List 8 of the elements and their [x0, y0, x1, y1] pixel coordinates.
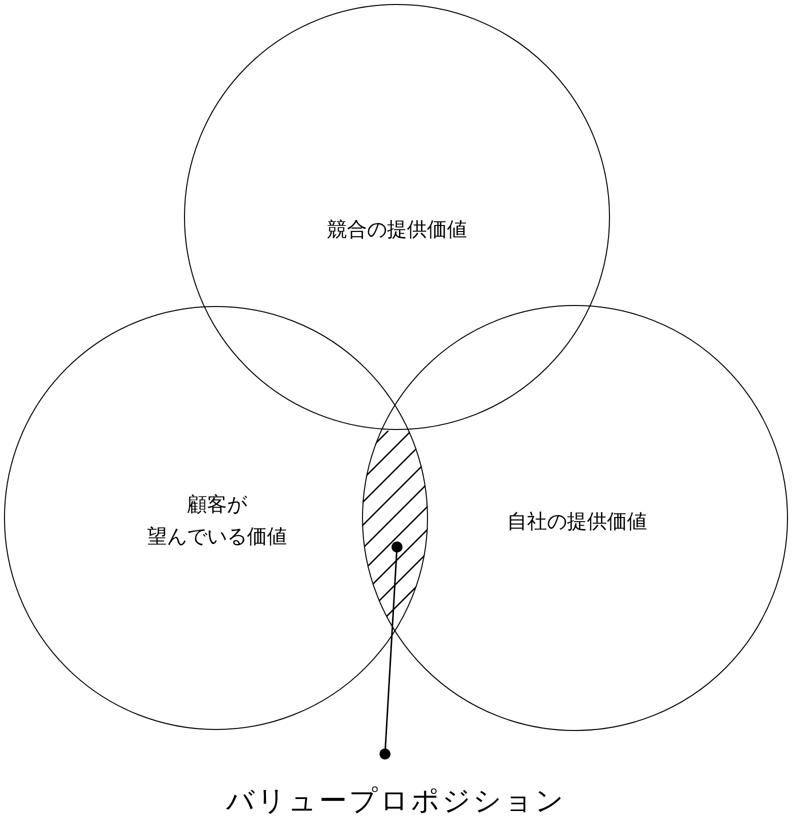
venn-circle: [4, 306, 428, 730]
venn-circle: [184, 4, 610, 430]
circle-label: 競合の提供価値: [327, 216, 467, 243]
circle-label: 自社の提供価値: [507, 508, 647, 535]
leader-line: [380, 542, 402, 760]
callout-label: バリュープロポジション: [226, 784, 566, 818]
venn-circle: [362, 305, 788, 731]
circle-label: 顧客が望んでいる価値: [147, 491, 287, 550]
